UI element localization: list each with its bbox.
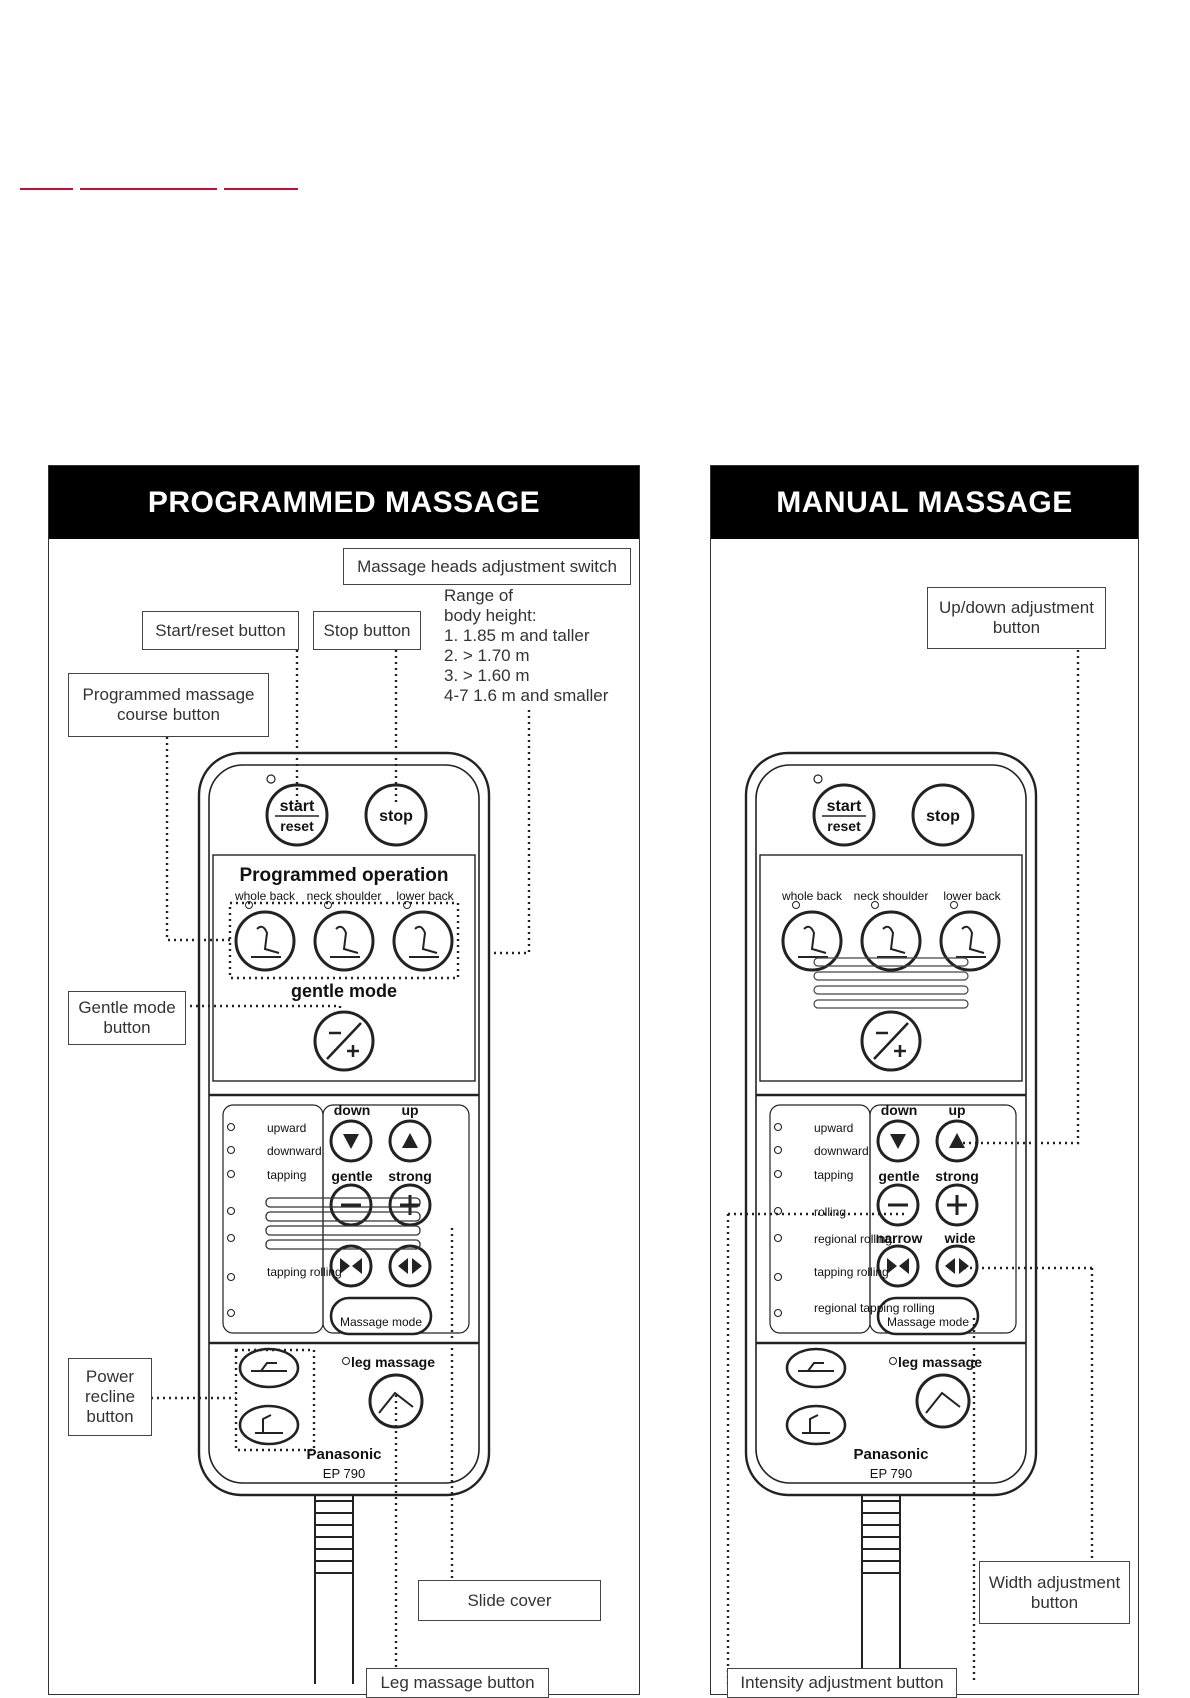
course-whole-back: whole back xyxy=(234,889,296,903)
right-remote-labels: start reset stop whole back neck shoulde… xyxy=(781,798,1002,1481)
course-neck-shoulder: neck shoulder xyxy=(307,889,382,903)
red-underline xyxy=(80,188,217,190)
strong-label-r: strong xyxy=(935,1168,979,1184)
up-label: up xyxy=(401,1102,418,1118)
start-label: start xyxy=(280,798,315,815)
mode-tapping-rolling-r: tapping rolling xyxy=(814,1265,889,1279)
mode-tapping-r: tapping xyxy=(814,1168,853,1182)
callout-leg-massage: Leg massage button xyxy=(366,1668,549,1698)
right-cover-stripes xyxy=(813,957,969,1009)
gentle-mode-label: gentle mode xyxy=(291,981,397,1001)
reset-label-r: reset xyxy=(827,818,861,834)
programmed-operation-label: Programmed operation xyxy=(239,865,448,886)
mode-downward-r: downward xyxy=(814,1144,869,1158)
wide-label-r: wide xyxy=(943,1230,975,1246)
callout-stop: Stop button xyxy=(313,611,421,650)
brand-label: Panasonic xyxy=(306,1446,381,1463)
range-item-1: 1. 1.85 m and taller xyxy=(444,626,590,645)
callout-slide-cover: Slide cover xyxy=(418,1580,601,1621)
mode-regional-rolling-r: regional rolling xyxy=(814,1232,892,1246)
gentle-label: gentle xyxy=(331,1168,372,1184)
range-item-2: 2. > 1.70 m xyxy=(444,646,530,665)
programmed-massage-panel: PROGRAMMED MASSAGE xyxy=(48,465,640,1695)
narrow-label-r: narrow xyxy=(876,1230,923,1246)
course-lower-back: lower back xyxy=(396,889,454,903)
model-label: EP 790 xyxy=(323,1466,365,1481)
manual-massage-title: MANUAL MASSAGE xyxy=(711,466,1138,539)
callout-gentle-mode: Gentle mode button xyxy=(68,991,186,1045)
callout-intensity: Intensity adjustment button xyxy=(727,1668,957,1698)
callout-power-recline: Power recline button xyxy=(68,1358,152,1436)
mode-downward: downward xyxy=(267,1144,322,1158)
reset-label: reset xyxy=(280,818,314,834)
strong-label: strong xyxy=(388,1168,432,1184)
course-neck-shoulder-r: neck shoulder xyxy=(854,889,929,903)
mode-tapping: tapping xyxy=(267,1168,306,1182)
callout-updown: Up/down adjustment button xyxy=(927,587,1106,649)
callout-heads-switch: Massage heads adjustment switch xyxy=(343,548,631,585)
brand-label-r: Panasonic xyxy=(853,1446,928,1463)
right-mode-list: upward downward tapping rolling regional… xyxy=(814,1121,935,1315)
massage-mode-label: Massage mode xyxy=(340,1315,422,1329)
manual-massage-panel: MANUAL MASSAGE xyxy=(710,465,1139,1695)
mode-regional-tapping-rolling-r: regional tapping rolling xyxy=(814,1301,935,1315)
mode-upward: upward xyxy=(267,1121,306,1135)
gentle-label-r: gentle xyxy=(878,1168,919,1184)
leg-massage-label: leg massage xyxy=(351,1354,435,1370)
range-item-3: 3. > 1.60 m xyxy=(444,666,530,685)
model-label-r: EP 790 xyxy=(870,1466,912,1481)
body-height-range: Range of body height: 1. 1.85 m and tall… xyxy=(444,586,608,706)
massage-mode-label-r: Massage mode xyxy=(887,1315,969,1329)
callout-width: Width adjustment button xyxy=(979,1561,1130,1624)
callout-course-button: Programmed massage course button xyxy=(68,673,269,737)
leg-massage-label-r: leg massage xyxy=(898,1354,982,1370)
stop-label-r: stop xyxy=(926,808,960,825)
left-remote-labels: start reset stop Programmed operation wh… xyxy=(234,798,455,1481)
mode-tapping-rolling: tapping rolling xyxy=(267,1265,342,1279)
down-label: down xyxy=(334,1102,371,1118)
mode-upward-r: upward xyxy=(814,1121,853,1135)
start-label-r: start xyxy=(827,798,862,815)
slide-cover-stripes xyxy=(265,1197,421,1250)
range-item-4: 4-7 1.6 m and smaller xyxy=(444,686,609,705)
leader-lines xyxy=(151,650,1094,1684)
up-label-r: up xyxy=(948,1102,965,1118)
programmed-massage-title: PROGRAMMED MASSAGE xyxy=(49,466,639,539)
course-whole-back-r: whole back xyxy=(781,889,843,903)
stop-label: stop xyxy=(379,808,413,825)
red-underline xyxy=(224,188,298,190)
course-lower-back-r: lower back xyxy=(943,889,1001,903)
red-underline xyxy=(20,188,73,190)
left-mode-list: upward downward tapping tapping rolling xyxy=(267,1121,342,1279)
mode-rolling-r: rolling xyxy=(814,1205,846,1219)
range-heading-2: body height: xyxy=(444,606,537,625)
down-label-r: down xyxy=(881,1102,918,1118)
range-heading-1: Range of xyxy=(444,586,513,605)
callout-start-reset: Start/reset button xyxy=(142,611,299,650)
